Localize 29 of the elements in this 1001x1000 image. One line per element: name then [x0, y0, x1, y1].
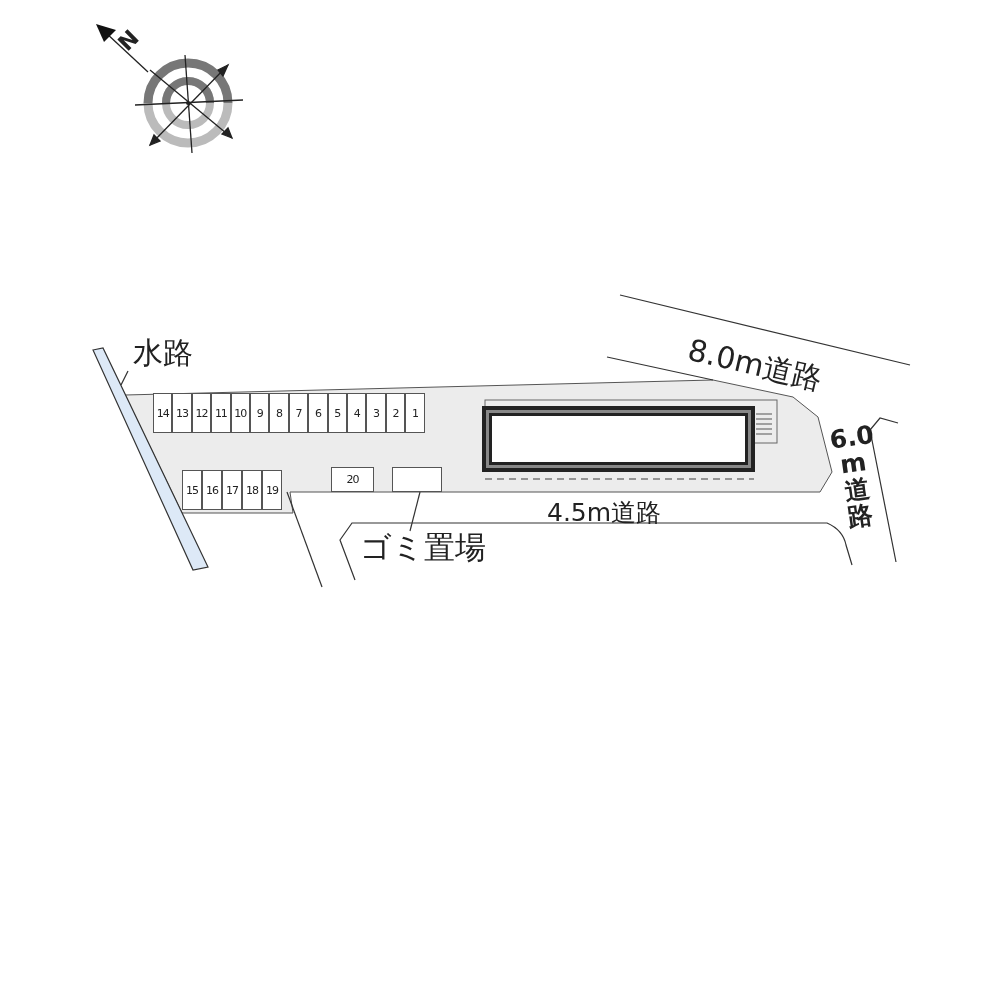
- parking-space: 18: [242, 470, 262, 510]
- parking-space: 12: [191, 393, 212, 433]
- parking-space: 6: [308, 393, 328, 433]
- parking-space: 15: [182, 470, 202, 510]
- parking-space: 4: [347, 393, 367, 433]
- road-label: 4.5m道路: [547, 497, 662, 529]
- road-label: 6.0 m道路: [828, 422, 877, 532]
- parking-space: 9: [250, 393, 270, 433]
- parking-space: 8: [269, 393, 289, 433]
- leader-line: [409, 491, 421, 532]
- parking-space: 2: [385, 393, 406, 433]
- garbage-area-box: [392, 467, 442, 492]
- garbage-area-label: ゴミ置場: [360, 532, 510, 568]
- parking-space: 14: [153, 393, 173, 433]
- parking-space: 11: [211, 393, 231, 433]
- parking-space: 13: [172, 393, 192, 433]
- parking-space: 5: [327, 393, 347, 433]
- parking-space: 3: [366, 393, 386, 433]
- parking-space: 20: [331, 467, 374, 492]
- parking-space: 1: [405, 393, 425, 433]
- parking-space: 10: [230, 393, 250, 433]
- compass-north-letter: N: [113, 24, 144, 56]
- waterway-label: 水路: [133, 338, 213, 374]
- road-label: 8.0m道路: [683, 330, 827, 399]
- leader-line: [120, 370, 129, 386]
- parking-space: 16: [202, 470, 222, 510]
- parking-space: 7: [288, 393, 309, 433]
- parking-space: 19: [262, 470, 282, 510]
- parking-space: 17: [222, 470, 242, 510]
